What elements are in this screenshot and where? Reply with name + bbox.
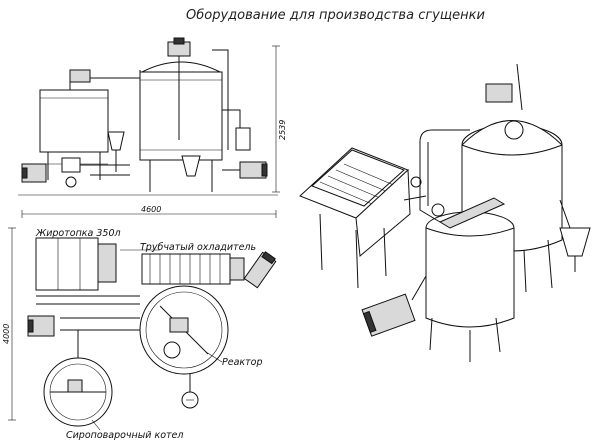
syrup-boiler-label: Сироповарочный котел xyxy=(66,430,184,441)
width-dimension xyxy=(21,210,277,218)
side-elevation xyxy=(18,37,280,196)
isometric-view xyxy=(299,63,591,362)
tube-cooler-label: Трубчатый охладитель xyxy=(140,242,257,253)
reactor-label: Реактор xyxy=(222,357,263,368)
height-dimension-label: 2539 xyxy=(278,119,287,140)
width-dimension-label: 4600 xyxy=(141,205,162,214)
diagram-title: Оборудование для производства сгущенки xyxy=(186,8,485,23)
fat-melter-label: Жиротопка 350л xyxy=(36,228,121,239)
plan-view xyxy=(27,237,277,431)
depth-dimension xyxy=(8,227,16,421)
depth-dimension-label: 4000 xyxy=(2,323,11,344)
